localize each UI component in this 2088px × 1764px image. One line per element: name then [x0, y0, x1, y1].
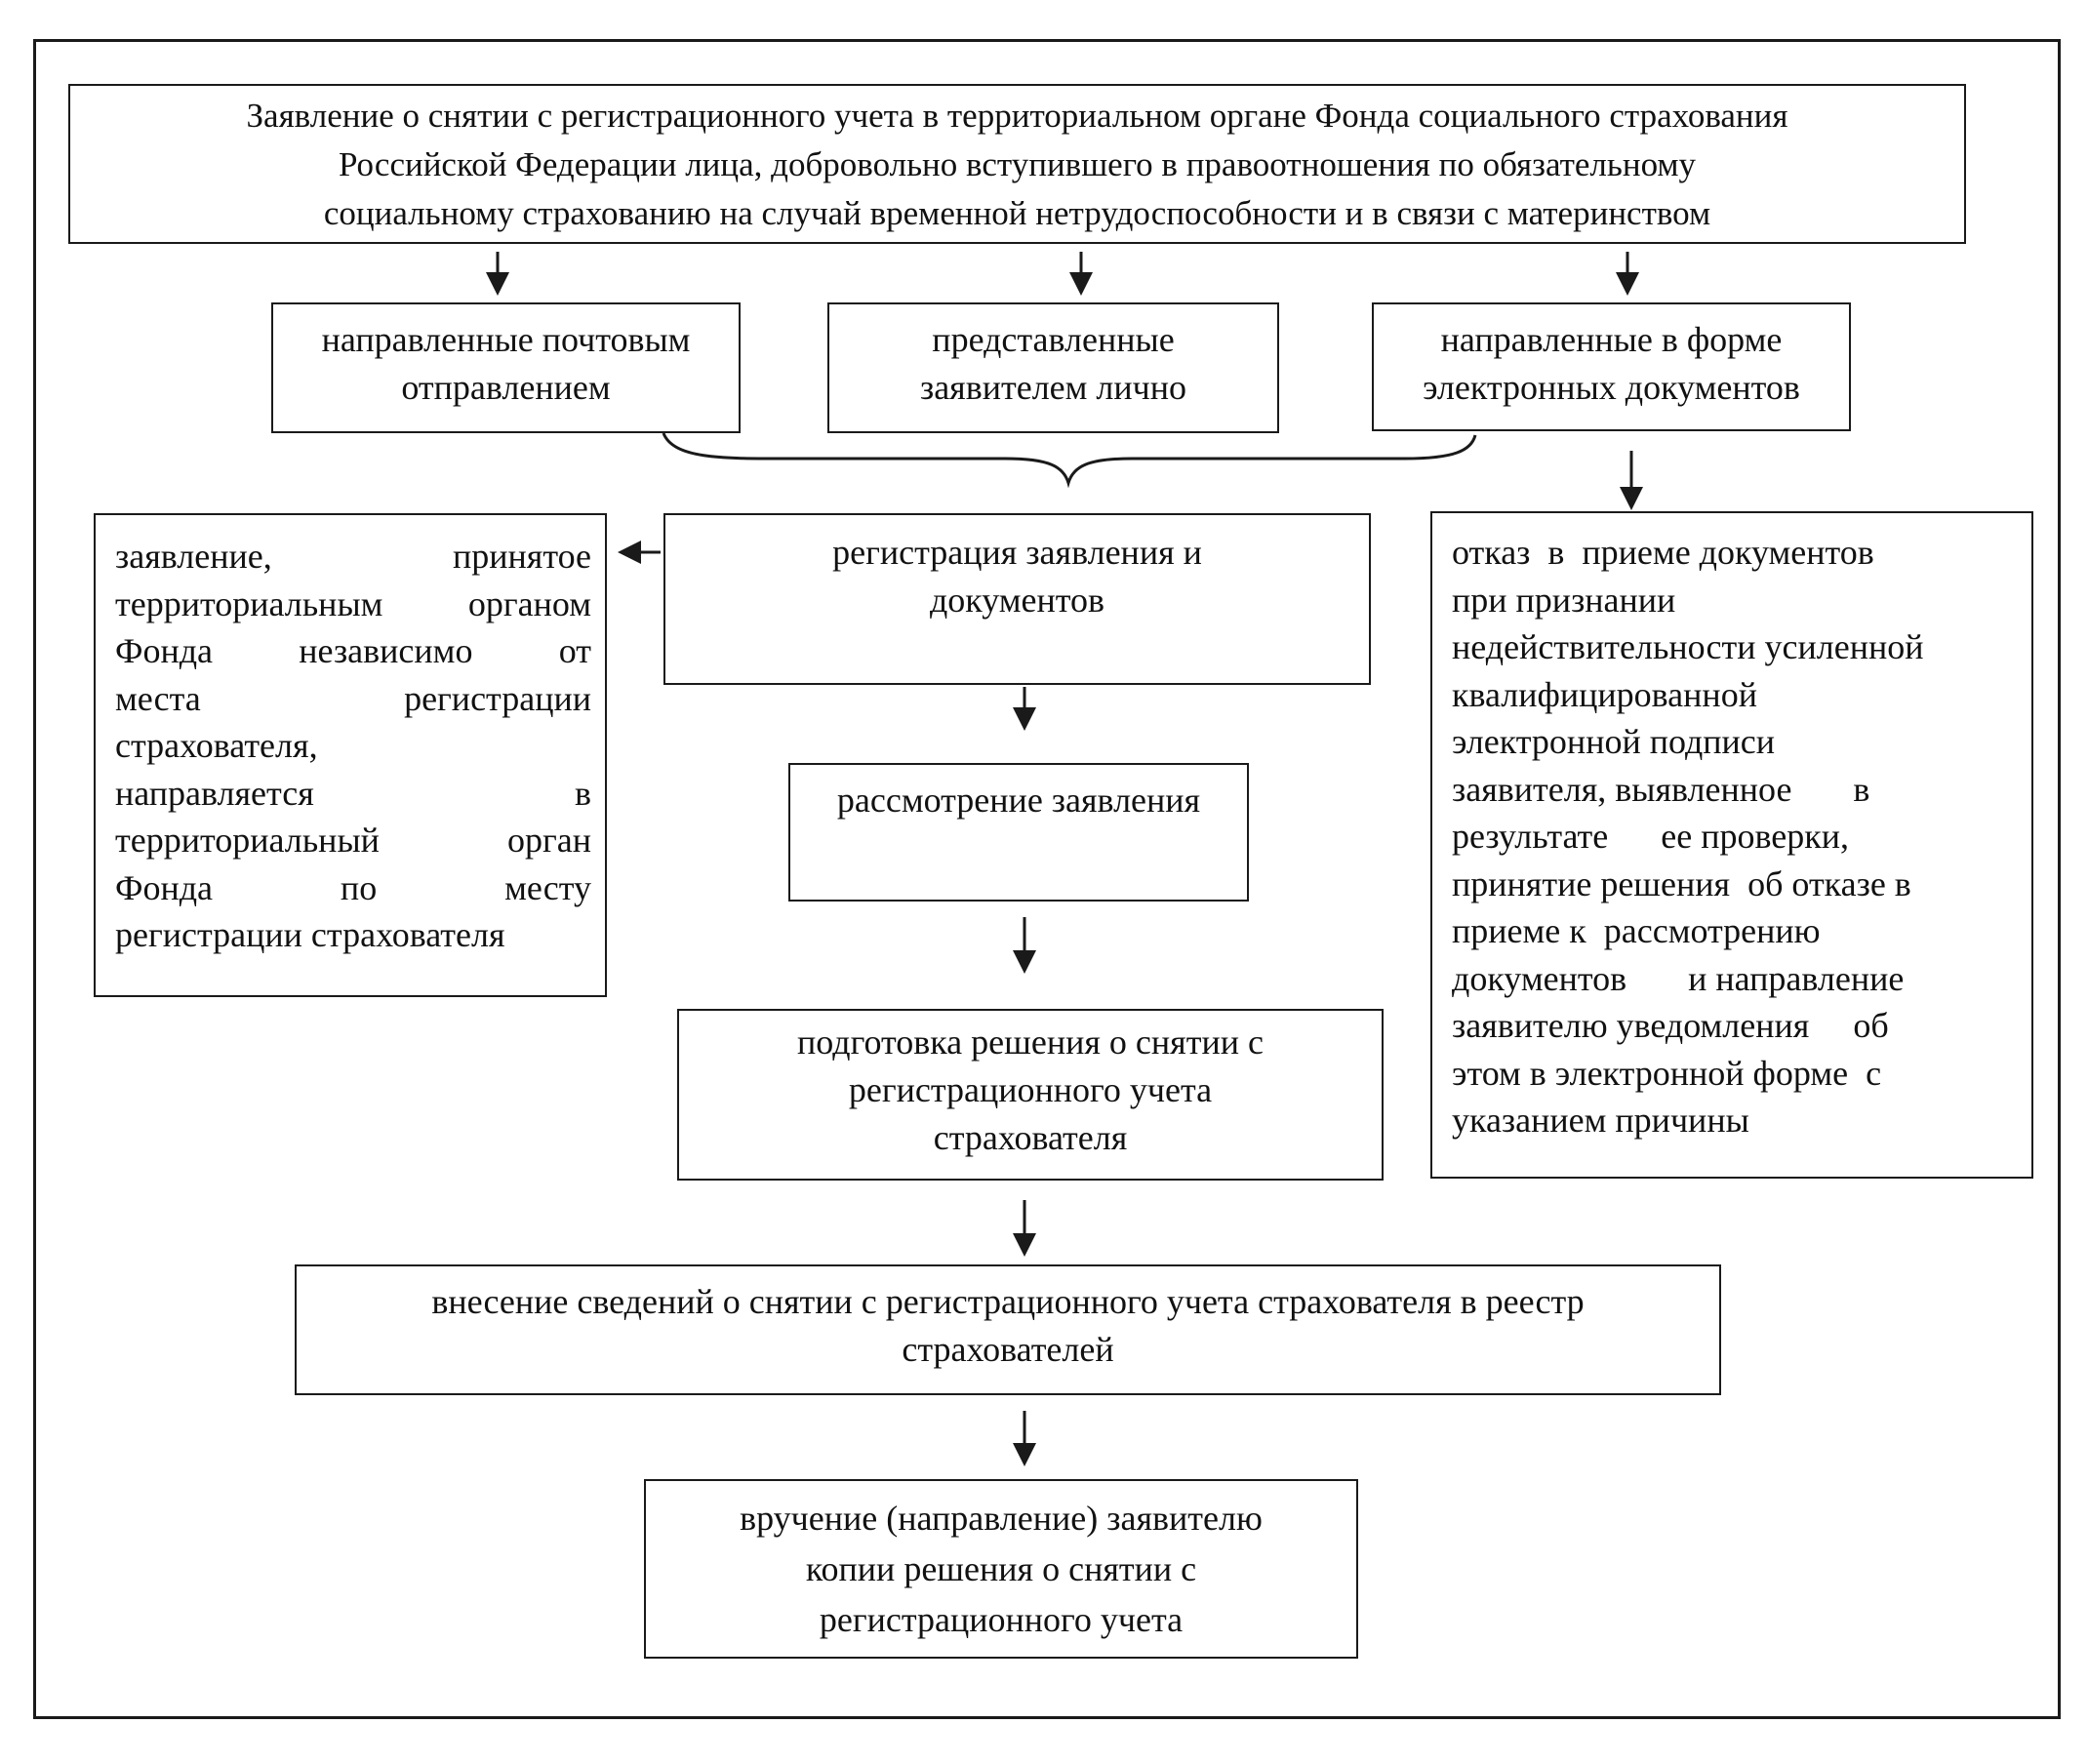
refusal-line: недействительности усиленной	[1452, 627, 1924, 666]
refusal-text: отказ в приеме документов при признании не…	[1452, 529, 2022, 1144]
in-person-box: представленные заявителем лично	[827, 302, 1279, 433]
refusal-line: отказ в приеме документов	[1452, 533, 1874, 572]
accepted-line: направляется в	[115, 770, 591, 818]
electronic-text: направленные в форме электронных докумен…	[1423, 320, 1800, 407]
by-post-text: направленные почтовым отправлением	[321, 320, 691, 407]
delivery-box: вручение (направление) заявителю копии р…	[644, 1479, 1358, 1659]
accepted-word: места	[115, 678, 201, 718]
accepted-word: регистрации	[404, 678, 591, 718]
accepted-line: территориальным органом	[115, 581, 591, 628]
accepted-word: заявление,	[115, 537, 272, 576]
refusal-box: отказ в приеме документов при признании не…	[1430, 511, 2033, 1179]
refusal-line: этом в электронной форме с	[1452, 1053, 1882, 1093]
refusal-line: принятие решения об отказе в	[1452, 863, 1911, 903]
accepted-line: места регистрации	[115, 675, 591, 723]
application-text: Заявление о снятии с регистрационного уч…	[246, 97, 1788, 232]
accepted-word: орган	[506, 821, 591, 860]
accepted-word: Фонда	[115, 867, 214, 907]
refusal-line: приеме к рассмотрению	[1452, 911, 1821, 950]
refusal-line: квалифицированной	[1452, 674, 1757, 714]
review-box: рассмотрение заявления	[788, 763, 1249, 902]
diagram-frame	[33, 39, 2061, 1719]
decision-prep-text: подготовка решения о снятии с регистраци…	[797, 1022, 1264, 1157]
refusal-line: результате ее проверки,	[1452, 817, 1849, 856]
accepted-word: Фонда	[115, 631, 214, 670]
refusal-line: документов и направление	[1452, 958, 1905, 998]
review-text: рассмотрение заявления	[836, 781, 1201, 820]
decision-prep-box: подготовка решения о снятии с регистраци…	[677, 1009, 1384, 1181]
accepted-word: принятое	[452, 537, 591, 576]
accepted-word: месту	[504, 867, 591, 907]
refusal-line: при признании	[1452, 580, 1676, 620]
registration-text: регистрация заявления и документов	[832, 533, 1202, 620]
accepted-word: регистрации страхователя	[115, 915, 505, 954]
refusal-line: указанием причины	[1452, 1101, 1749, 1140]
accepted-word: от	[558, 631, 591, 670]
accepted-line: страхователя,	[115, 722, 591, 770]
registry-entry-text: внесение сведений о снятии с регистрацио…	[431, 1282, 1585, 1369]
in-person-text: представленные заявителем лично	[919, 320, 1187, 407]
delivery-text: вручение (направление) заявителю копии р…	[740, 1499, 1263, 1639]
accepted-line: Фонда независимо от	[115, 627, 591, 675]
accepted-line: Фонда по месту	[115, 864, 591, 912]
accepted-box: заявление, принятое территориальным органом…	[94, 513, 607, 997]
electronic-box: направленные в форме электронных докумен…	[1372, 302, 1851, 431]
accepted-word: органом	[467, 583, 591, 623]
accepted-line: заявление, принятое	[115, 533, 591, 581]
accepted-word: в	[575, 773, 591, 813]
refusal-line: заявителя, выявленное в	[1452, 769, 1870, 809]
accepted-text: заявление, принятое территориальным органом…	[115, 533, 591, 959]
registration-box: регистрация заявления и документов	[663, 513, 1371, 685]
accepted-line: регистрации страхователя	[115, 911, 591, 959]
refusal-line: электронной подписи	[1452, 722, 1776, 761]
accepted-word: территориальный	[115, 821, 380, 860]
accepted-word: страхователя,	[115, 726, 318, 765]
registry-entry-box: внесение сведений о снятии с регистрацио…	[295, 1264, 1721, 1395]
application-box: Заявление о снятии с регистрационного уч…	[68, 84, 1966, 244]
accepted-word: независимо	[299, 631, 473, 670]
accepted-line: территориальный орган	[115, 817, 591, 864]
accepted-word: по	[340, 867, 378, 907]
by-post-box: направленные почтовым отправлением	[271, 302, 741, 433]
accepted-word: территориальным	[115, 583, 383, 623]
accepted-word: направляется	[115, 773, 314, 813]
refusal-line: заявителю уведомления об	[1452, 1006, 1889, 1045]
